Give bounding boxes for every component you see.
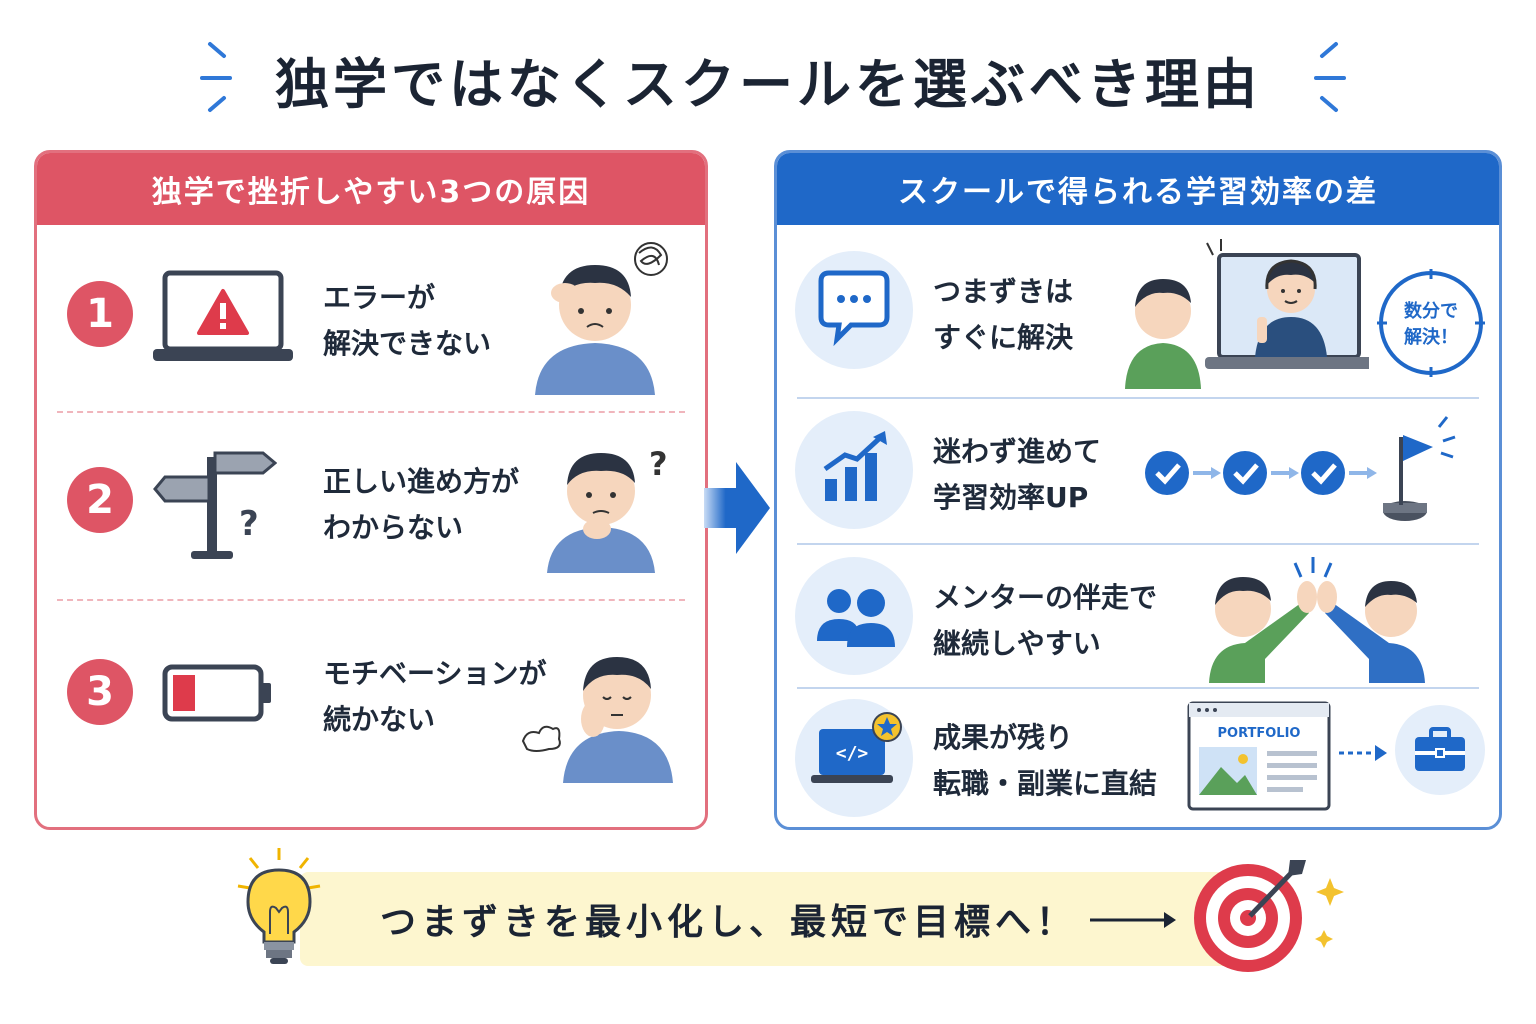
code-icon-circle: </> bbox=[795, 699, 913, 817]
right-panel-header: スクールで得られる学習効率の差 bbox=[777, 153, 1499, 225]
chat-icon-circle bbox=[795, 251, 913, 369]
page-title: 独学ではなくスクールを選ぶべき理由 bbox=[275, 53, 1261, 116]
portfolio-label: PORTFOLIO bbox=[1218, 726, 1301, 741]
svg-text:?: ? bbox=[649, 445, 668, 483]
lightbulb-icon bbox=[237, 848, 321, 964]
svg-text:</>: </> bbox=[836, 743, 869, 764]
right-divider-1 bbox=[797, 397, 1479, 399]
benefit-item-4: </> 成果が残り 転職・副業に直結 PORTFOLIO bbox=[777, 689, 1499, 827]
timer-badge: 数分で 解決！ bbox=[1377, 269, 1485, 377]
target-icon bbox=[1194, 860, 1344, 972]
confused-person-icon: ? bbox=[547, 445, 668, 573]
portfolio-window-icon: PORTFOLIO bbox=[1187, 701, 1331, 811]
progress-steps-icon bbox=[1145, 416, 1456, 521]
signpost-question-icon: ? bbox=[153, 451, 277, 559]
briefcase-icon bbox=[1415, 727, 1465, 771]
chat-bubble-icon bbox=[818, 270, 890, 347]
right-panel: スクールで得られる学習効率の差 つまずきは すぐに解決 bbox=[774, 150, 1502, 830]
footer-text: つまずきを最小化し、最短で目標へ！ bbox=[380, 902, 1078, 943]
timer-badge-line2: 解決！ bbox=[1404, 326, 1458, 348]
cause-item-3: 3 モチベーションが 続かない bbox=[37, 601, 705, 827]
cause-number-3: 3 bbox=[67, 659, 133, 725]
transition-arrow-icon bbox=[704, 462, 770, 554]
benefit-text-2: 迷わず進めて 学習効率UP bbox=[933, 435, 1102, 514]
left-panel-header: 独学で挫折しやすい3つの原因 bbox=[37, 153, 705, 225]
dashed-arrow-icon bbox=[1339, 745, 1387, 761]
timer-badge-line1: 数分で bbox=[1404, 300, 1458, 322]
benefit-text-3: メンターの伴走で 継続しやすい bbox=[933, 581, 1158, 660]
benefit-text-4: 成果が残り 転職・副業に直結 bbox=[933, 721, 1158, 800]
mentor-people-icon bbox=[817, 589, 895, 647]
laptop-error-icon bbox=[153, 270, 293, 361]
cause-number-1: 1 bbox=[67, 281, 133, 347]
growth-chart-icon bbox=[823, 431, 887, 501]
cause-text-3: モチベーションが 続かない bbox=[323, 657, 547, 736]
chart-icon-circle bbox=[795, 411, 913, 529]
online-mentoring-icon bbox=[1125, 239, 1369, 389]
cause-number-2: 2 bbox=[67, 467, 133, 533]
title-left-decoration bbox=[200, 42, 232, 112]
footer-banner bbox=[300, 872, 1230, 966]
briefcase-icon-circle bbox=[1395, 705, 1485, 795]
high-five-icon bbox=[1209, 557, 1425, 683]
benefit-text-1: つまずきは すぐに解決 bbox=[933, 275, 1074, 354]
footer-arrow-icon bbox=[1090, 912, 1176, 928]
benefit-item-2: 迷わず進めて 学習効率UP bbox=[777, 399, 1499, 543]
benefit-item-1: つまずきは すぐに解決 数分で 解決！ bbox=[777, 225, 1499, 397]
benefit-item-3: メンターの伴走で 継続しやすい bbox=[777, 545, 1499, 687]
svg-text:?: ? bbox=[239, 504, 259, 544]
title-right-decoration bbox=[1314, 42, 1346, 112]
people-icon-circle bbox=[795, 557, 913, 675]
stressed-person-icon bbox=[535, 242, 668, 395]
low-battery-icon bbox=[162, 664, 271, 722]
cause-item-1: 1 エラーが 解決できない bbox=[37, 225, 705, 411]
laptop-code-icon: </> bbox=[811, 712, 902, 783]
left-divider-2 bbox=[57, 599, 685, 601]
cause-text-1: エラーが 解決できない bbox=[323, 281, 492, 360]
left-panel: 独学で挫折しやすい3つの原因 1 エラーが 解決できない 2 bbox=[34, 150, 708, 830]
right-divider-3 bbox=[797, 687, 1479, 689]
left-divider-1 bbox=[57, 411, 685, 413]
right-divider-2 bbox=[797, 543, 1479, 545]
cause-text-2: 正しい進め方が わからない bbox=[323, 465, 520, 544]
cause-item-2: 2 ? 正しい進め方が わからない ? bbox=[37, 413, 705, 599]
tired-person-icon bbox=[521, 657, 673, 783]
